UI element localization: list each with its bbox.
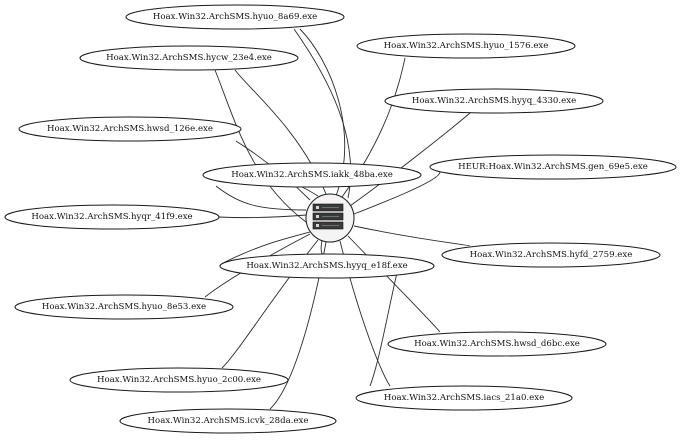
node-label: Hoax.Win32.ArchSMS.icvk_28da.exe bbox=[148, 416, 309, 426]
graph-node-hyuo-2c00[interactable]: Hoax.Win32.ArchSMS.hyuo_2c00.exe bbox=[69, 367, 289, 393]
node-label: Hoax.Win32.ArchSMS.hyfd_2759.exe bbox=[470, 250, 633, 260]
graph-edge bbox=[320, 240, 324, 255]
graph-node-hyqr-41f9[interactable]: Hoax.Win32.ArchSMS.hyqr_41f9.exe bbox=[4, 204, 220, 230]
graph-edge bbox=[224, 231, 311, 263]
graph-edge bbox=[349, 112, 471, 207]
node-label: Hoax.Win32.ArchSMS.hyqr_41f9.exe bbox=[31, 212, 192, 222]
node-label: Hoax.Win32.ArchSMS.hycw_23e4.exe bbox=[106, 53, 272, 63]
graph-node-hwsd-126e[interactable]: Hoax.Win32.ArchSMS.hwsd_126e.exe bbox=[18, 116, 242, 142]
graph-node-hyfd-2759[interactable]: Hoax.Win32.ArchSMS.hyfd_2759.exe bbox=[441, 242, 661, 268]
node-label: Hoax.Win32.ArchSMS.hwsd_126e.exe bbox=[47, 124, 213, 134]
graph-edge bbox=[369, 259, 401, 387]
graph-node-hyuo-8a69[interactable]: Hoax.Win32.ArchSMS.hyuo_8a69.exe bbox=[125, 4, 345, 30]
node-label: Hoax.Win32.ArchSMS.iakk_48ba.exe bbox=[231, 170, 393, 180]
graph-edge bbox=[218, 214, 307, 219]
graph-node-iacs-21a0[interactable]: Hoax.Win32.ArchSMS.iacs_21a0.exe bbox=[355, 385, 573, 411]
graph-edge bbox=[353, 171, 441, 215]
graph-edge bbox=[235, 140, 311, 201]
graph-node-hyuo-1576[interactable]: Hoax.Win32.ArchSMS.hyuo_1576.exe bbox=[356, 33, 576, 59]
node-label: Hoax.Win32.ArchSMS.hyuo_8a69.exe bbox=[153, 12, 317, 22]
graph-node-icvk-28da[interactable]: Hoax.Win32.ArchSMS.icvk_28da.exe bbox=[119, 408, 337, 434]
node-label: Hoax.Win32.ArchSMS.hyuo_1576.exe bbox=[384, 41, 549, 51]
graph-node-gen-69e5[interactable]: HEUR:Hoax.Win32.ArchSMS.gen_69e5.exe bbox=[429, 154, 677, 180]
edge-layer bbox=[204, 28, 471, 410]
graph-node-hycw-23e4[interactable]: Hoax.Win32.ArchSMS.hycw_23e4.exe bbox=[79, 45, 299, 71]
graph-edge bbox=[214, 69, 307, 223]
graph-node-iakk-48ba[interactable]: Hoax.Win32.ArchSMS.iakk_48ba.exe bbox=[202, 162, 422, 188]
hub-node[interactable] bbox=[305, 193, 355, 243]
node-label: Hoax.Win32.ArchSMS.hyyq_e18f.exe bbox=[246, 261, 407, 271]
node-label: Hoax.Win32.ArchSMS.iacs_21a0.exe bbox=[384, 393, 544, 403]
node-label: Hoax.Win32.ArchSMS.hwsd_d6bc.exe bbox=[414, 339, 580, 349]
graph-node-hyuo-8e53[interactable]: Hoax.Win32.ArchSMS.hyuo_8e53.exe bbox=[14, 294, 234, 320]
graph-edge bbox=[215, 185, 307, 211]
graph-edge bbox=[347, 235, 441, 333]
graph-edge bbox=[353, 225, 471, 247]
node-label: HEUR:Hoax.Win32.ArchSMS.gen_69e5.exe bbox=[458, 162, 648, 172]
node-label: Hoax.Win32.ArchSMS.hyyq_4330.exe bbox=[412, 96, 576, 106]
graph-node-hwsd-d6bc[interactable]: Hoax.Win32.ArchSMS.hwsd_d6bc.exe bbox=[387, 331, 607, 357]
node-label: Hoax.Win32.ArchSMS.hyuo_2c00.exe bbox=[97, 375, 261, 385]
graph-node-hyyq-e18f[interactable]: Hoax.Win32.ArchSMS.hyyq_e18f.exe bbox=[219, 253, 435, 279]
graph-node-hyyq-4330[interactable]: Hoax.Win32.ArchSMS.hyyq_4330.exe bbox=[384, 88, 604, 114]
server-stack-icon bbox=[312, 203, 344, 230]
node-label: Hoax.Win32.ArchSMS.hyuo_8e53.exe bbox=[42, 302, 206, 312]
